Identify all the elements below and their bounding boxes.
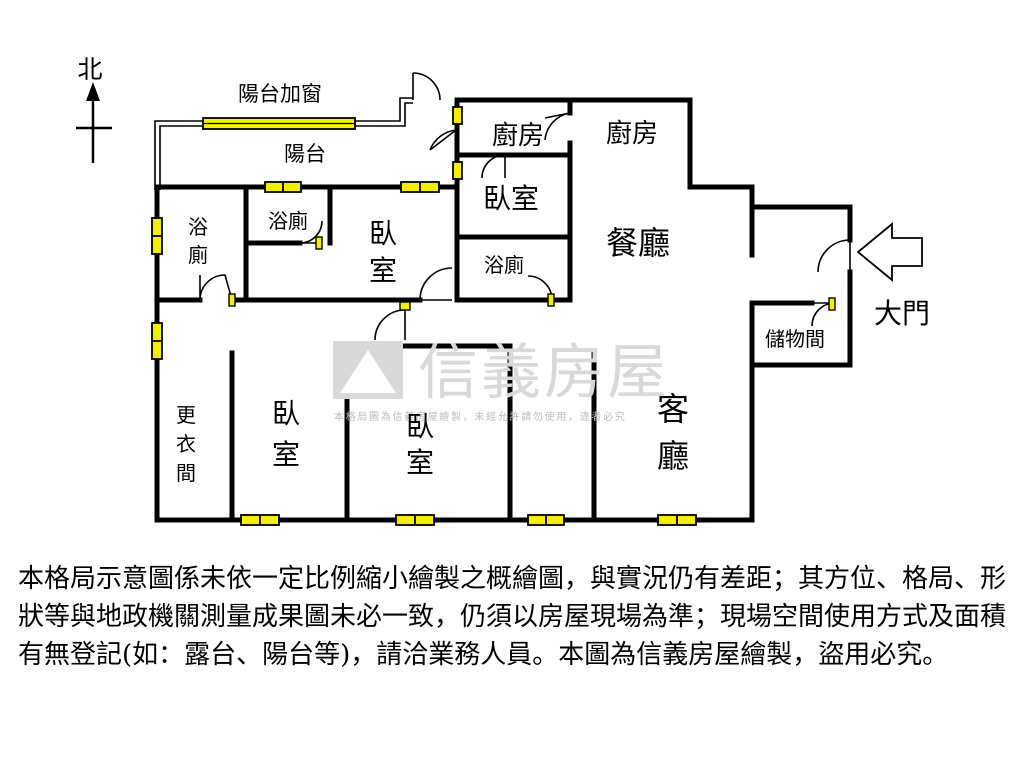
label-living-1: 客 [657,390,689,428]
label-living-2: 廳 [657,437,689,475]
balcony-outline [154,97,413,190]
label-bedroom-north: 臥室 [483,182,539,215]
label-kitchen: 廚房 [606,119,658,149]
label-bedroom-s-1: 臥 [406,410,434,443]
north-label: 北 [77,55,102,84]
watermark-brand: 信義房屋 [418,338,670,408]
label-bedroom-s-2: 室 [406,446,434,479]
window-kitchen-a [452,106,463,125]
label-closet-2: 衣 [176,432,196,456]
label-bedroom-mid-2: 室 [369,254,397,287]
label-storage: 儲物間 [765,327,825,351]
windows [151,106,697,526]
door-jambs [228,236,836,311]
label-bath-mid: 浴廁 [268,209,308,233]
label-entrance: 大門 [874,297,930,330]
label-bath-center: 浴廁 [484,253,524,277]
label-closet-3: 間 [176,461,196,485]
label-bath-west-1: 浴 [188,215,208,239]
label-bath-west-2: 廁 [188,243,208,267]
watermark: 信義房屋 本格局圖為信義房屋繪製，未經允許請勿使用，違者必究 [333,338,670,423]
disclaimer-text: 本格局示意圖係未依一定比例縮小繪製之概繪圖，與實況仍有差距；其方位、格局、形狀等… [18,564,1007,670]
window-kitchen-b [452,161,463,180]
watermark-notice: 本格局圖為信義房屋繪製，未經允許請勿使用，違者必究 [334,410,627,423]
room-labels: 陽台加窗 陽台 廚房 廚房 臥室 浴 廁 浴廁 臥 室 浴廁 餐廳 儲物間 大門… [176,82,930,485]
walls [154,97,853,523]
label-closet-1: 更 [176,403,196,427]
label-bedroom-sw-1: 臥 [272,397,300,430]
label-bedroom-mid-1: 臥 [369,217,397,250]
label-balcony: 陽台 [284,142,326,166]
label-balcony-window: 陽台加窗 [238,82,322,106]
north-arrow-icon [76,82,112,163]
label-bedroom-sw-2: 室 [272,438,300,471]
label-kitchen-small: 廚房 [492,121,544,151]
label-dining: 餐廳 [606,224,670,262]
entrance-arrow-icon [856,222,923,282]
